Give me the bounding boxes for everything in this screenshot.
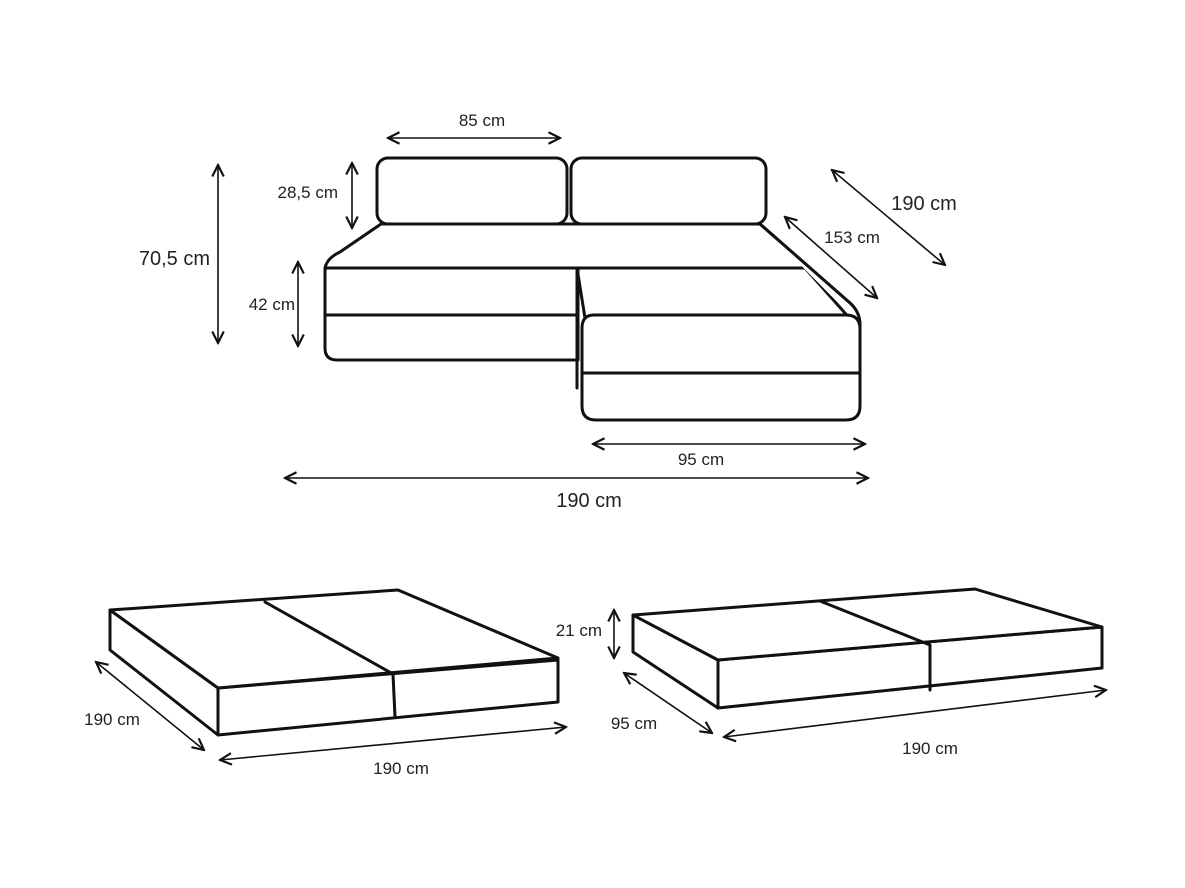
label-bed2-depth: 95 cm — [611, 714, 657, 733]
dim-arrow-bed2-width — [724, 690, 1106, 737]
label-bed2-width: 190 cm — [902, 739, 958, 758]
chaise-block — [580, 313, 862, 422]
label-chaise-inner: 153 cm — [824, 228, 880, 247]
dim-arrow-bed1-width — [220, 727, 566, 760]
bed1-divider — [263, 600, 397, 719]
backrest-left — [375, 156, 569, 226]
label-bed2-height: 21 cm — [556, 621, 602, 640]
bed2-top-face — [631, 587, 1104, 662]
chaise-inner-edge — [575, 266, 587, 390]
dim-arrow-chaise-outer — [832, 170, 945, 265]
bed2-divider — [818, 599, 932, 692]
label-backrest-height: 28,5 cm — [278, 183, 338, 202]
label-bed1-width: 190 cm — [373, 759, 429, 778]
label-total-height: 70,5 cm — [139, 248, 210, 270]
label-seat-height: 42 cm — [249, 295, 295, 314]
dim-arrow-bed1-depth — [96, 662, 204, 750]
label-backrest-width: 85 cm — [459, 111, 505, 130]
corner-sofa — [323, 156, 862, 422]
label-total-width: 190 cm — [556, 490, 622, 512]
dim-arrow-bed2-depth — [624, 673, 712, 733]
label-bed1-depth: 190 cm — [84, 710, 140, 729]
unfolded-bed-long — [631, 587, 1104, 710]
unfolded-bed-square — [108, 588, 560, 737]
label-chaise-outer: 190 cm — [891, 193, 957, 215]
backrest-right — [569, 156, 768, 226]
label-chaise-width: 95 cm — [678, 450, 724, 469]
